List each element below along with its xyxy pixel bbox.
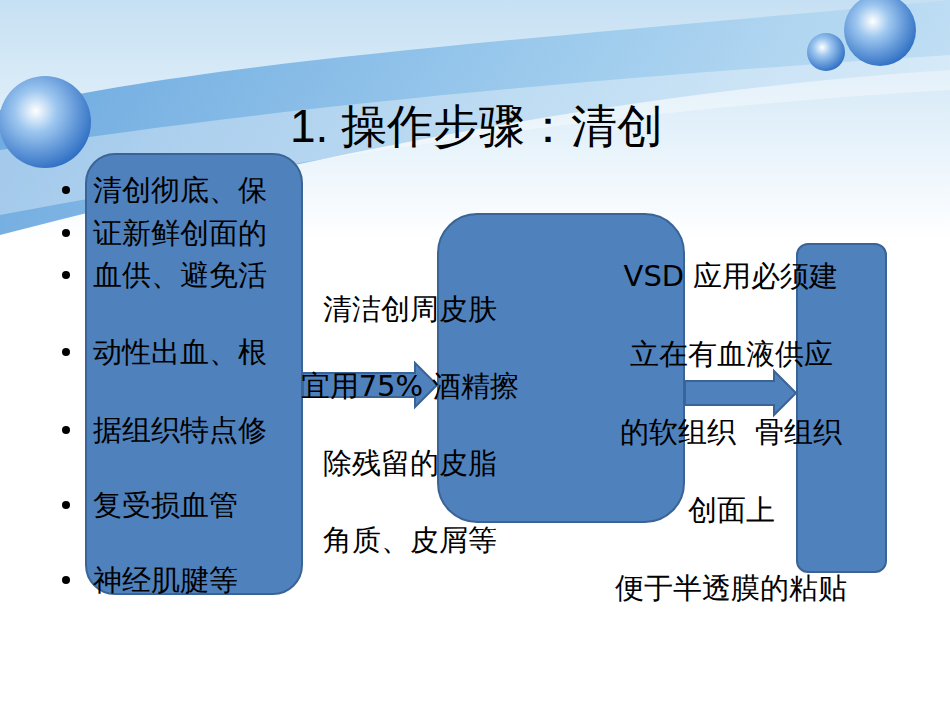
slide-title: 1. 操作步骤：清创 <box>290 98 663 154</box>
process-box: VSD 应用必须建 立在有血液供应 的软组织 骨组织 创面上 便于半透膜的粘贴 <box>796 243 887 573</box>
node-text: 证新鲜创面的 <box>93 216 267 250</box>
decor-sphere <box>807 33 845 71</box>
node-text: 动性出血、根 <box>93 335 267 369</box>
wave-highlight <box>0 55 950 215</box>
node-text: 据组织特点修 <box>93 413 267 447</box>
sky-gradient <box>0 0 950 240</box>
node-text: 血供、避免活 <box>93 258 267 292</box>
block-arrow <box>685 371 796 415</box>
process-box: 清创彻底、保证新鲜创面的血供、避免活动性出血、根据组织特点修复受损血管神经肌腱等 <box>85 153 303 595</box>
node-text: 复受损血管 <box>93 488 238 522</box>
node-text: 清洁创周皮肤 宜用75% 酒精擦 除残留的皮脂 角质、皮屑等 <box>290 271 530 579</box>
wave-band <box>0 0 950 235</box>
node-text: 神经肌腱等 <box>93 563 238 597</box>
node-text: VSD 应用必须建 立在有血液供应 的软组织 骨组织 创面上 便于半透膜的粘贴 <box>600 237 862 627</box>
decor-sphere <box>844 0 916 66</box>
node-text: 清创彻底、保 <box>93 173 267 207</box>
decor-sphere <box>0 76 91 168</box>
block-arrow <box>303 363 437 407</box>
